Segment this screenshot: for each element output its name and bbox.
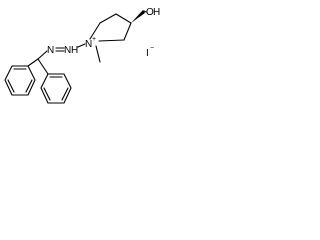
phenyl-ring-right (40, 73, 72, 104)
iodide-charge: − (150, 45, 154, 52)
hydroxyl-hydrogen-label: H (153, 7, 160, 18)
hydrazine-hydrogen-label: H (71, 45, 78, 56)
ring-bond-c4-c5 (123, 22, 132, 41)
iodide-label: I (146, 48, 149, 59)
hydroxyl-oxygen-label: O (146, 7, 154, 18)
n-n-bond (77, 43, 86, 48)
hydrazine-nitrogen-label: N (64, 45, 71, 56)
ring-bond-n-c2 (89, 22, 101, 40)
ring-nitrogen-label: N (85, 39, 92, 50)
ring-bond-c2-c3 (99, 13, 117, 24)
pyrrolidine-ring (89, 13, 132, 42)
ring-bond-c3-c4 (115, 13, 132, 24)
chemical-structure-diagram: O H N + N H N I − (4, 7, 160, 104)
c-phenyl-right-bond (37, 58, 49, 75)
n-c-bond (37, 50, 48, 60)
azo-double-bond (55, 47, 65, 52)
azo-nitrogen-label: N (47, 45, 54, 56)
stereo-wedge-bond (131, 10, 145, 23)
ring-nitrogen-charge: + (92, 36, 96, 43)
n-methyl-bond (95, 45, 101, 63)
ch2-o-bond (143, 10, 147, 13)
phenyl-ring-left (4, 65, 36, 96)
ring-bond-c5-n (98, 39, 125, 42)
c-phenyl-left-bond (27, 58, 39, 67)
